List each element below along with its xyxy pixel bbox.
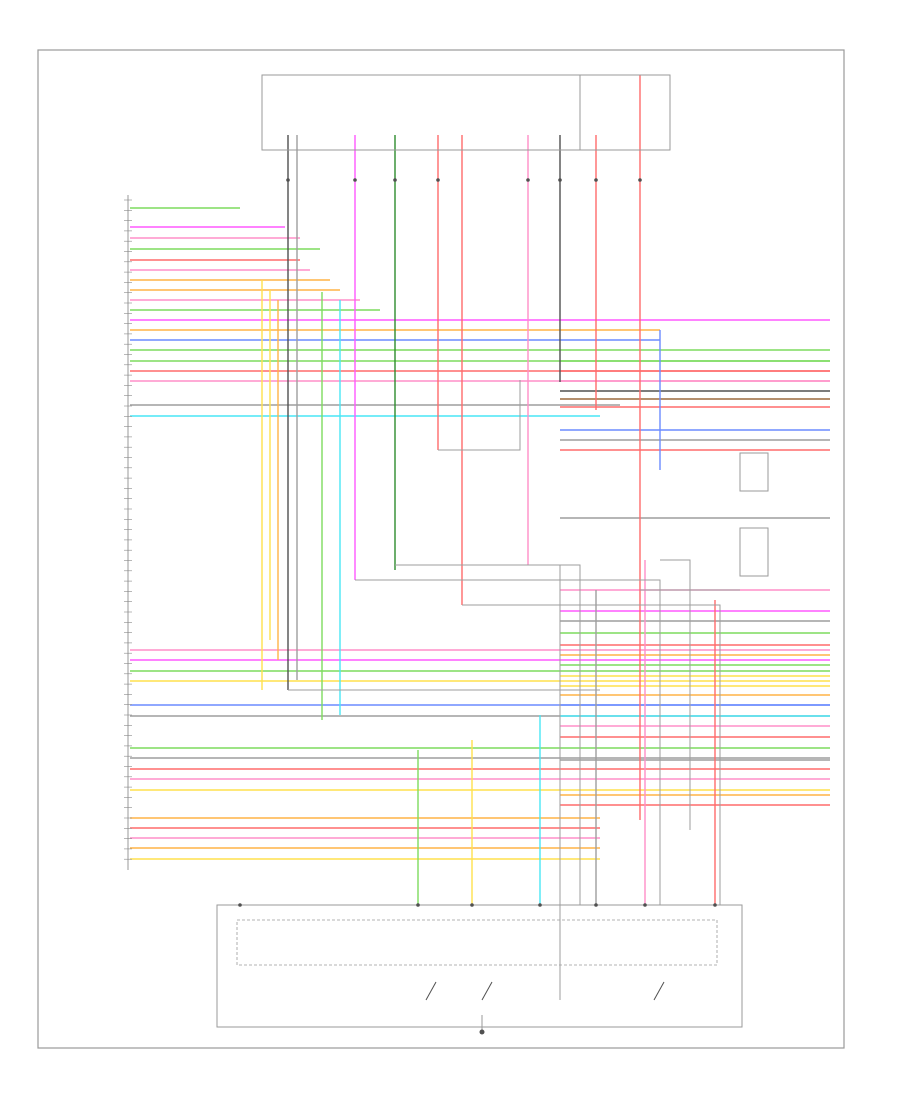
outer-border (37, 49, 845, 1049)
wire-jog (660, 559, 691, 830)
connector-dot (286, 178, 290, 182)
wire-jog (462, 604, 721, 905)
transmission-box (216, 904, 743, 1028)
wire-jog (395, 564, 561, 1000)
ground-symbol (479, 1015, 485, 1035)
sensor-box-1 (739, 452, 769, 492)
top-module-box-right (579, 74, 671, 151)
connector-dot (638, 178, 642, 182)
connector-dot (436, 178, 440, 182)
connector-dot (393, 178, 397, 182)
wire-jog (438, 380, 521, 451)
pin-labels (124, 199, 132, 860)
switch-symbol (481, 981, 493, 1001)
wire-jog (355, 579, 661, 905)
connector-dot (526, 178, 530, 182)
sensor-box-2 (739, 527, 769, 577)
connector-dot (558, 178, 562, 182)
connector-dot (470, 903, 474, 907)
solenoid-box (236, 919, 718, 966)
components (127, 74, 769, 1035)
wire-jog (528, 564, 581, 905)
connector-dot (594, 903, 598, 907)
diagram-frame (37, 49, 845, 1049)
connector-dot (643, 903, 647, 907)
switch-symbol (653, 981, 665, 1001)
connector-dot (538, 903, 542, 907)
wire-harness (130, 75, 830, 1000)
ground-dot (479, 1029, 485, 1035)
connector-dot (238, 903, 242, 907)
connector-dot (594, 178, 598, 182)
top-module-box (261, 74, 581, 151)
switch-symbol (425, 981, 437, 1001)
connector-dot (353, 178, 357, 182)
connector-dot (416, 903, 420, 907)
connector-dot (713, 903, 717, 907)
